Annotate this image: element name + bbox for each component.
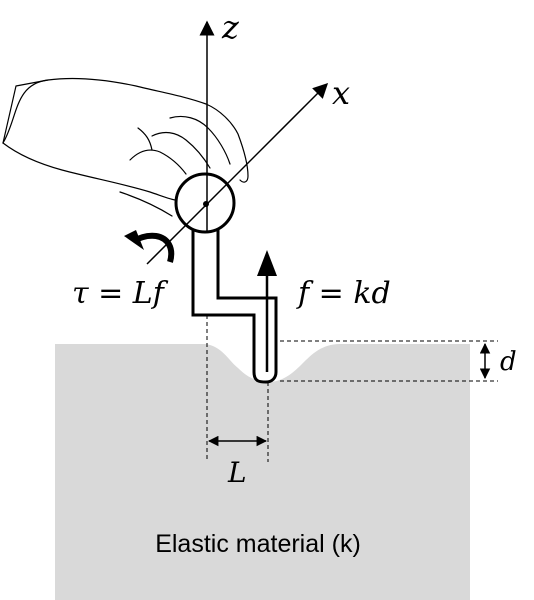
guide-lines: [206, 315, 498, 462]
rotation-arrow-icon: [124, 230, 175, 263]
lever-arm-label: L: [227, 456, 247, 489]
force-arrow: [257, 250, 277, 372]
elastic-material-block: [55, 344, 470, 600]
displacement-label: d: [500, 347, 517, 377]
z-axis-label: z: [221, 8, 240, 46]
x-axis-label: x: [332, 74, 350, 112]
hand-icon: [2, 77, 249, 217]
force-label: f = kd: [296, 276, 391, 311]
torque-label: τ = Lf: [72, 276, 169, 311]
x-axis-line: [146, 82, 329, 265]
probe-lever: [191, 222, 278, 384]
x-axis-inside-pivot: [185, 184, 227, 226]
material-label: Elastic material (k): [155, 530, 361, 558]
